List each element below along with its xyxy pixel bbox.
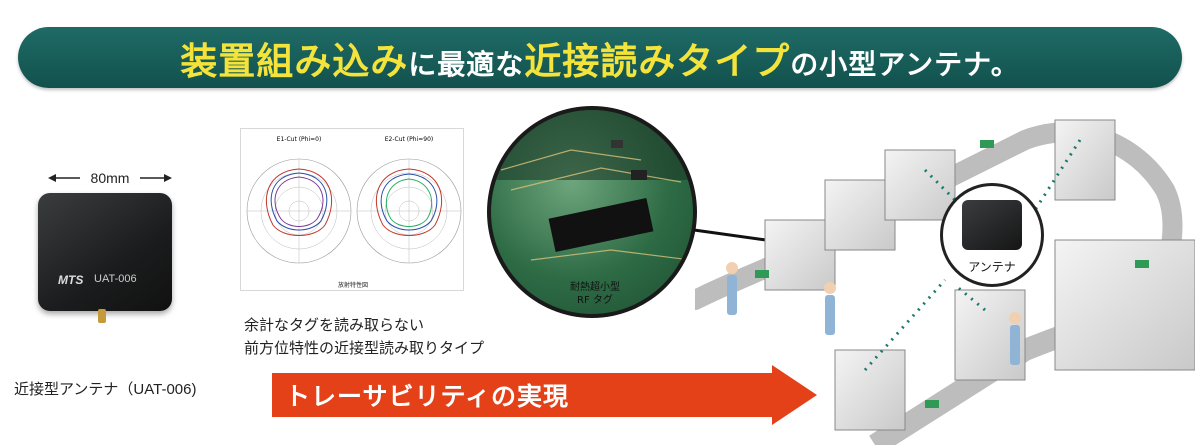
header-banner: 装置組み込みに最適な近接読みタイプの小型アンテナ。 xyxy=(18,27,1182,88)
device-logo: MTS xyxy=(58,273,84,287)
banner-text-1: に最適な xyxy=(408,47,525,81)
dimension-label: 80mm xyxy=(90,170,130,186)
tag-label: 耐熱超小型 RF タグ xyxy=(565,281,625,307)
traceability-arrow xyxy=(272,365,817,425)
description-line-1: 余計なタグを読み取らない xyxy=(244,317,425,334)
chart-caption: 放射特性図 xyxy=(337,282,368,289)
tag-label-line-2: RF タグ xyxy=(577,295,613,306)
polar-plot-left xyxy=(246,158,352,264)
banner-highlight-2: 近接読みタイプ xyxy=(524,39,791,83)
description: 余計なタグを読み取らない 前方位特性の近接型読み取りタイプ xyxy=(244,314,484,360)
antenna-callout-label: アンテナ xyxy=(968,260,1016,274)
photo-pointer-line xyxy=(693,228,767,242)
banner-title: 装置組み込みに最適な近接読みタイプの小型アンテナ。 xyxy=(180,31,1020,85)
banner-highlight-1: 装置組み込み xyxy=(180,39,409,83)
antenna-callout-image xyxy=(962,200,1022,250)
polar-plot-right xyxy=(356,158,462,264)
device-caption: 近接型アンテナ（UAT-006) xyxy=(14,381,197,398)
dimension-indicator: 80mm xyxy=(46,165,174,191)
device-connector xyxy=(98,309,106,323)
antenna-device-image: MTS UAT-006 xyxy=(38,193,172,311)
chart-left-title: E1-Cut (Phi=0) xyxy=(277,136,322,143)
chart-right-title: E2-Cut (Phi=90) xyxy=(385,136,433,143)
description-line-2: 前方位特性の近接型読み取りタイプ xyxy=(244,340,485,357)
dimension-arrow-icon xyxy=(48,174,172,182)
rf-tag-photo xyxy=(487,106,697,318)
banner-text-2: の小型アンテナ。 xyxy=(790,47,1020,81)
device-model: UAT-006 xyxy=(94,273,137,285)
traceability-label: トレーサビリティの実現 xyxy=(285,382,570,411)
factory-line-illustration xyxy=(695,119,1195,445)
radiation-pattern-chart: E1-Cut (Phi=0) E2-Cut (Phi=90) 放射特性図 xyxy=(240,128,464,291)
tag-label-line-1: 耐熱超小型 xyxy=(570,282,620,293)
